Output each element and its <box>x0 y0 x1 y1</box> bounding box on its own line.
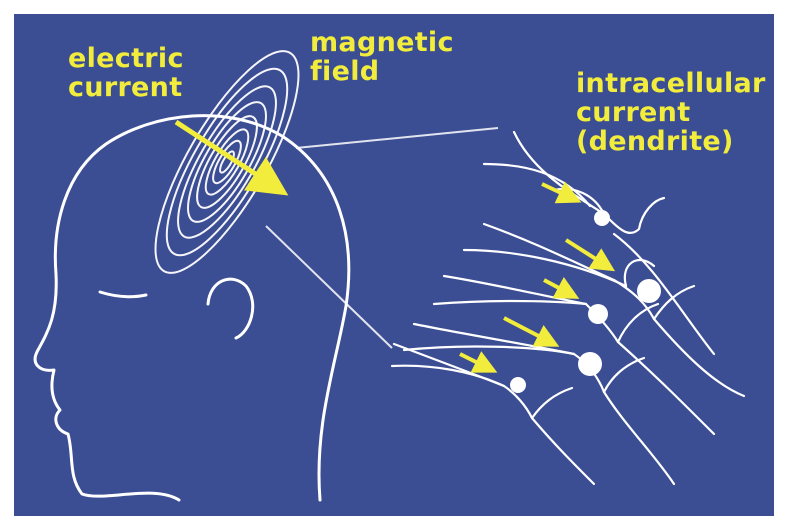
intracellular-current-arrows <box>459 181 616 373</box>
dendrite-arrow-2 <box>564 238 616 272</box>
neuron-5 <box>390 342 596 486</box>
electric-current-arrow <box>174 119 289 196</box>
head-outline <box>33 114 351 502</box>
neuron-4 <box>402 322 676 486</box>
dendrite-arrow-1 <box>541 181 582 204</box>
neuron-2 <box>462 222 746 398</box>
eye-line <box>98 290 148 299</box>
magnetic-field-rings <box>154 50 300 274</box>
dendrite-arrow-5 <box>459 351 498 373</box>
dendrite-arrow-3 <box>543 276 580 299</box>
ear-outline <box>206 277 255 340</box>
neuron-3 <box>432 274 716 436</box>
intracellular-current-label: intracellular current (dendrite) <box>576 68 766 157</box>
leader-line-bottom <box>265 225 393 349</box>
leader-line-top <box>295 127 499 149</box>
diagram-artwork <box>33 50 746 502</box>
neuron-cluster <box>390 130 746 486</box>
electric-current-label: electric current <box>68 43 184 103</box>
dendrite-arrow-4 <box>503 316 560 347</box>
magnetic-field-label: magnetic field <box>310 27 454 87</box>
diagram-panel: electric current magnetic field intracel… <box>14 14 774 516</box>
